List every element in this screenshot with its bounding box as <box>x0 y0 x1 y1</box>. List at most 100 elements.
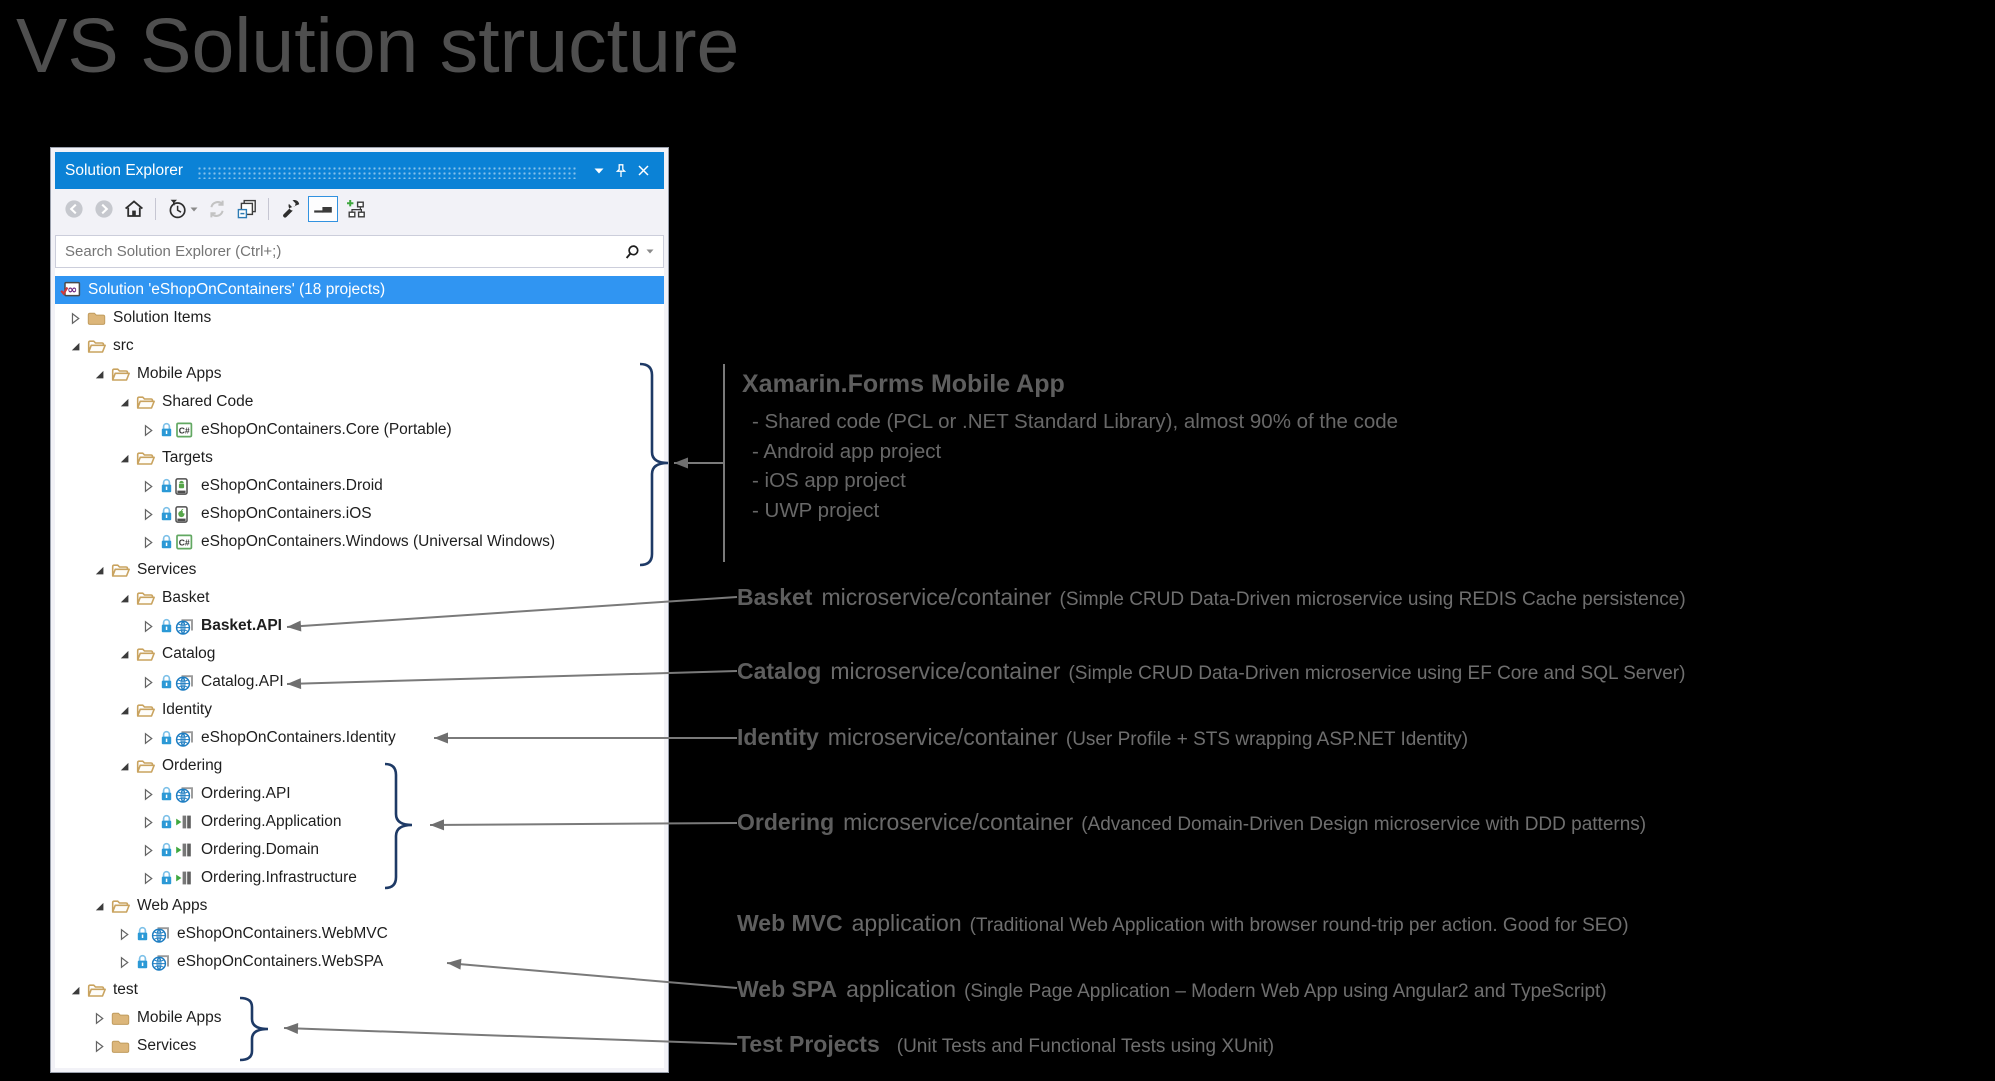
expander-expanded-icon[interactable] <box>93 368 106 381</box>
expander-collapsed-icon[interactable] <box>118 956 131 969</box>
tree-row[interactable]: eShopOnContainers.Droid <box>55 472 664 500</box>
tree-row[interactable]: Basket.API <box>55 612 664 640</box>
expander-collapsed-icon[interactable] <box>142 676 155 689</box>
panel-titlebar[interactable]: Solution Explorer <box>55 152 664 189</box>
class-library-icon <box>175 870 194 887</box>
back-button[interactable] <box>61 196 86 222</box>
expander-collapsed-icon[interactable] <box>142 620 155 633</box>
tree-item-label: eShopOnContainers.WebMVC <box>177 925 388 942</box>
folder-open-icon <box>136 702 155 719</box>
tree-row[interactable]: Targets <box>55 444 664 472</box>
solution-icon <box>60 281 81 299</box>
expander-collapsed-icon[interactable] <box>142 424 155 437</box>
search-box <box>55 235 664 268</box>
properties-button[interactable] <box>278 196 303 222</box>
tree-row[interactable]: test <box>55 976 664 1004</box>
expander-collapsed-icon[interactable] <box>142 788 155 801</box>
tree-row[interactable]: Services <box>55 556 664 584</box>
tree-row[interactable]: Mobile Apps <box>55 1004 664 1032</box>
tree-item-label: Web Apps <box>137 897 208 914</box>
close-icon[interactable] <box>632 159 654 183</box>
expander-collapsed-icon[interactable] <box>142 732 155 745</box>
expander-expanded-icon[interactable] <box>93 564 106 577</box>
expander-expanded-icon[interactable] <box>93 900 106 913</box>
tree-row[interactable]: eShopOnContainers.WebMVC <box>55 920 664 948</box>
show-all-files-button[interactable] <box>308 196 338 222</box>
folder-open-icon <box>111 366 130 383</box>
annotation-bullet: - Android app project <box>752 439 942 463</box>
expander-expanded-icon[interactable] <box>118 704 131 717</box>
tree-row[interactable]: Ordering.Domain <box>55 836 664 864</box>
add-new-solution-folder-button[interactable] <box>343 196 368 222</box>
annotation-tests: Test Projects(Unit Tests and Functional … <box>737 1031 1275 1057</box>
tree-row[interactable]: Identity <box>55 696 664 724</box>
pin-icon[interactable] <box>610 159 632 183</box>
expander-collapsed-icon[interactable] <box>93 1040 106 1053</box>
collapse-all-button[interactable] <box>234 196 259 222</box>
tree-row-solution[interactable]: Solution 'eShopOnContainers' (18 project… <box>55 276 664 304</box>
expander-collapsed-icon[interactable] <box>69 312 82 325</box>
csharp-project-icon <box>175 534 194 551</box>
tree-row[interactable]: eShopOnContainers.Identity <box>55 724 664 752</box>
tree-row[interactable]: eShopOnContainers.Windows (Universal Win… <box>55 528 664 556</box>
tree-row[interactable]: Ordering.Application <box>55 808 664 836</box>
tree-row[interactable]: Basket <box>55 584 664 612</box>
search-button[interactable] <box>615 244 663 260</box>
expander-expanded-icon[interactable] <box>118 396 131 409</box>
tree-row[interactable]: Mobile Apps <box>55 360 664 388</box>
tree-row[interactable]: Catalog <box>55 640 664 668</box>
tree-row[interactable]: eShopOnContainers.WebSPA <box>55 948 664 976</box>
solution-tree: Solution 'eShopOnContainers' (18 project… <box>55 268 664 1068</box>
lock-icon <box>160 814 173 830</box>
expander-expanded-icon[interactable] <box>69 340 82 353</box>
tree-row[interactable]: Ordering.API <box>55 780 664 808</box>
tree-item-label: Shared Code <box>162 393 254 410</box>
window-position-chevron-icon[interactable] <box>588 159 610 183</box>
tree-row[interactable]: Catalog.API <box>55 668 664 696</box>
expander-collapsed-icon[interactable] <box>142 816 155 829</box>
expander-collapsed-icon[interactable] <box>142 872 155 885</box>
expander-expanded-icon[interactable] <box>118 648 131 661</box>
expander-collapsed-icon[interactable] <box>142 480 155 493</box>
android-project-icon <box>175 478 194 495</box>
expander-expanded-icon[interactable] <box>118 452 131 465</box>
expander-collapsed-icon[interactable] <box>142 844 155 857</box>
sync-with-active-document-button[interactable] <box>204 196 229 222</box>
tree-item-label: Ordering <box>162 757 223 774</box>
forward-button[interactable] <box>91 196 116 222</box>
expander-collapsed-icon[interactable] <box>93 1012 106 1025</box>
tree-row[interactable]: src <box>55 332 664 360</box>
expander-expanded-icon[interactable] <box>118 592 131 605</box>
page-title: VS Solution structure <box>16 3 740 89</box>
tree-row[interactable]: Web Apps <box>55 892 664 920</box>
web-project-icon <box>151 926 170 943</box>
tree-row[interactable]: Solution Items <box>55 304 664 332</box>
lock-icon <box>160 422 173 438</box>
home-button[interactable] <box>121 196 146 222</box>
expander-collapsed-icon[interactable] <box>118 928 131 941</box>
tree-item-label: Basket <box>162 589 210 606</box>
tree-row[interactable]: eShopOnContainers.Core (Portable) <box>55 416 664 444</box>
tree-row[interactable]: eShopOnContainers.iOS <box>55 500 664 528</box>
expander-expanded-icon[interactable] <box>69 984 82 997</box>
tree-row[interactable]: Shared Code <box>55 388 664 416</box>
pending-changes-filter-button[interactable] <box>165 196 199 222</box>
web-project-icon <box>175 618 194 635</box>
tree-row[interactable]: Services <box>55 1032 664 1060</box>
web-project-icon <box>151 954 170 971</box>
tree-item-label: Ordering.Infrastructure <box>201 869 357 886</box>
web-project-icon <box>175 674 194 691</box>
tree-row[interactable]: Ordering.Infrastructure <box>55 864 664 892</box>
expander-collapsed-icon[interactable] <box>142 536 155 549</box>
tree-row[interactable]: Ordering <box>55 752 664 780</box>
expander-expanded-icon[interactable] <box>118 760 131 773</box>
expander-collapsed-icon[interactable] <box>142 508 155 521</box>
folder-open-icon <box>87 982 106 999</box>
search-icon <box>624 244 640 260</box>
folder-open-icon <box>136 758 155 775</box>
lock-icon <box>160 506 173 522</box>
tree-item-label: eShopOnContainers.Windows (Universal Win… <box>201 533 556 550</box>
folder-open-icon <box>136 646 155 663</box>
search-input[interactable] <box>56 243 615 260</box>
